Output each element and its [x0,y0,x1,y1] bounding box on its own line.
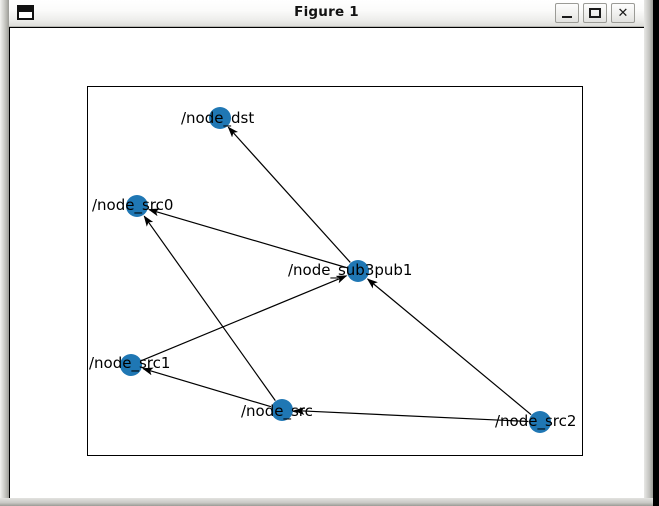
graph-labels: /node_dst/node_src0/node_sub3pub1/node_s… [89,109,576,431]
graph-node-label: /node_sub3pub1 [288,261,412,280]
graph-node-node-dst[interactable] [209,107,231,129]
minimize-icon [562,16,572,18]
close-button[interactable]: ✕ [611,3,635,23]
graph-edge [142,367,272,408]
window-border-left [0,0,9,506]
maximize-button[interactable] [583,3,607,23]
graph-edge [143,215,276,401]
window-title: Figure 1 [294,4,359,20]
graph-node-node-src[interactable] [271,399,293,421]
graph-node-node-src1[interactable] [120,354,142,376]
graph-node-label: /node_dst [181,109,254,128]
window-border-right [644,0,653,506]
figure-canvas[interactable]: /node_dst/node_src0/node_sub3pub1/node_s… [10,28,644,498]
maximize-icon [589,8,601,18]
graph-nodes[interactable] [120,107,551,433]
graph-node-label: /node_src1 [89,354,170,373]
graph-node-node-src2[interactable] [529,411,551,433]
minimize-button[interactable] [555,3,579,23]
title-bar[interactable]: Figure 1 ✕ [9,0,644,27]
graph-edges [141,126,532,423]
window-controls: ✕ [555,3,635,23]
close-icon: ✕ [617,5,629,21]
graph-edge [366,278,532,416]
graph-node-label: /node_src0 [92,196,173,215]
graph-edge [148,208,348,269]
graph-node-node-sub3pub1[interactable] [347,260,369,282]
window-border-bottom [0,498,653,506]
graph-node-node-src0[interactable] [126,195,148,217]
window-icon [17,5,34,20]
graph-edge [141,275,348,362]
network-graph[interactable]: /node_dst/node_src0/node_sub3pub1/node_s… [10,28,644,498]
graph-node-label: /node_src [241,402,313,421]
graph-edge [227,126,351,263]
graph-edge [293,407,529,423]
window-shadow [653,0,659,506]
graph-node-label: /node_src2 [495,412,576,431]
axes-frame [87,86,583,456]
